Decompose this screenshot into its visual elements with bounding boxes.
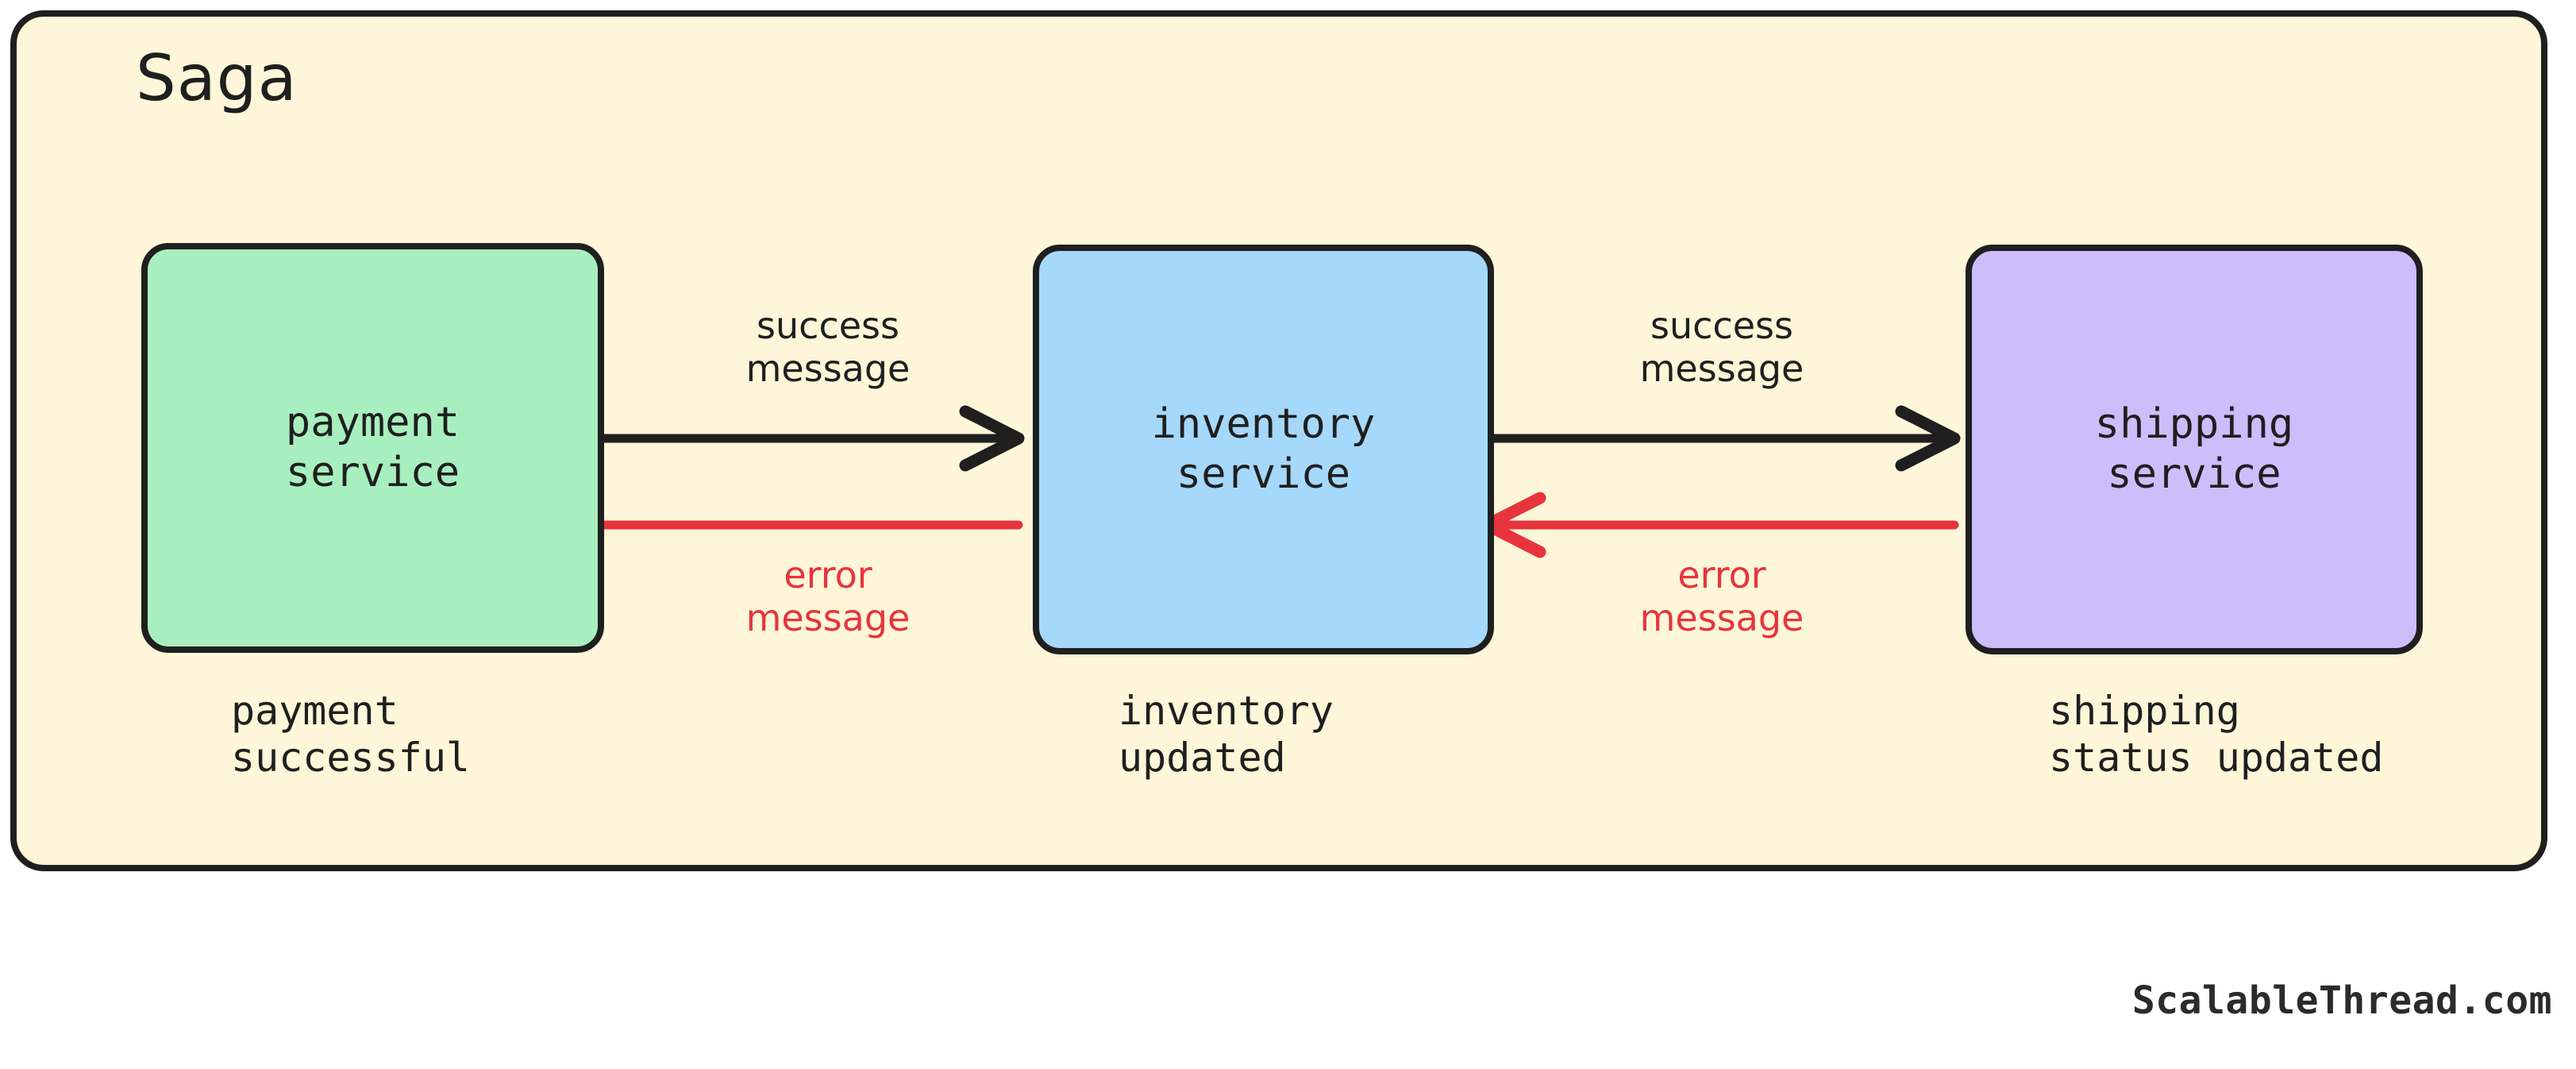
service-node-shipping[interactable]: shipping service (1966, 245, 2423, 654)
edge-label-success-inventory-shipping: success message (1595, 304, 1849, 391)
caption-line1: payment (231, 688, 399, 734)
service-name-line1: payment (285, 398, 460, 446)
service-name-line2: service (1176, 450, 1351, 498)
edge-label-line2: message (1639, 596, 1804, 640)
edge-label-error-inventory-payment: error message (701, 554, 955, 640)
edge-label-line1: success (757, 304, 899, 347)
edge-label-line2: message (1639, 347, 1804, 391)
service-name-line2: service (285, 449, 460, 496)
service-caption-shipping: shipping status updated (2049, 688, 2383, 781)
service-node-inventory[interactable]: inventory service (1033, 245, 1494, 654)
edge-label-line1: error (1677, 554, 1766, 596)
saga-container: Saga success message error message (10, 10, 2547, 871)
caption-line1: shipping (2049, 688, 2240, 734)
edge-label-success-payment-inventory: success message (701, 304, 955, 391)
service-caption-inventory: inventory updated (1119, 688, 1334, 781)
caption-line2: updated (1119, 735, 1286, 781)
edge-label-line1: success (1650, 304, 1793, 347)
service-name-line2: service (2107, 450, 2281, 498)
caption-line2: status updated (2049, 735, 2384, 781)
service-name-line1: inventory (1151, 399, 1376, 448)
footer-watermark: ScalableThread.com (2131, 978, 2552, 1023)
arrow-shipping-to-inventory-error (1481, 492, 1959, 558)
page-title: Saga (136, 41, 298, 115)
caption-line1: inventory (1119, 688, 1334, 734)
edge-label-error-shipping-inventory: error message (1595, 554, 1849, 640)
edge-label-line1: error (784, 554, 872, 596)
arrow-inventory-to-shipping-success (1481, 405, 1961, 472)
caption-line2: successful (231, 735, 471, 781)
service-node-payment[interactable]: payment service (141, 243, 604, 653)
service-name-line1: shipping (2094, 399, 2294, 448)
edge-label-line2: message (745, 347, 911, 391)
edge-label-line2: message (745, 596, 911, 640)
service-caption-payment: payment successful (231, 688, 470, 781)
